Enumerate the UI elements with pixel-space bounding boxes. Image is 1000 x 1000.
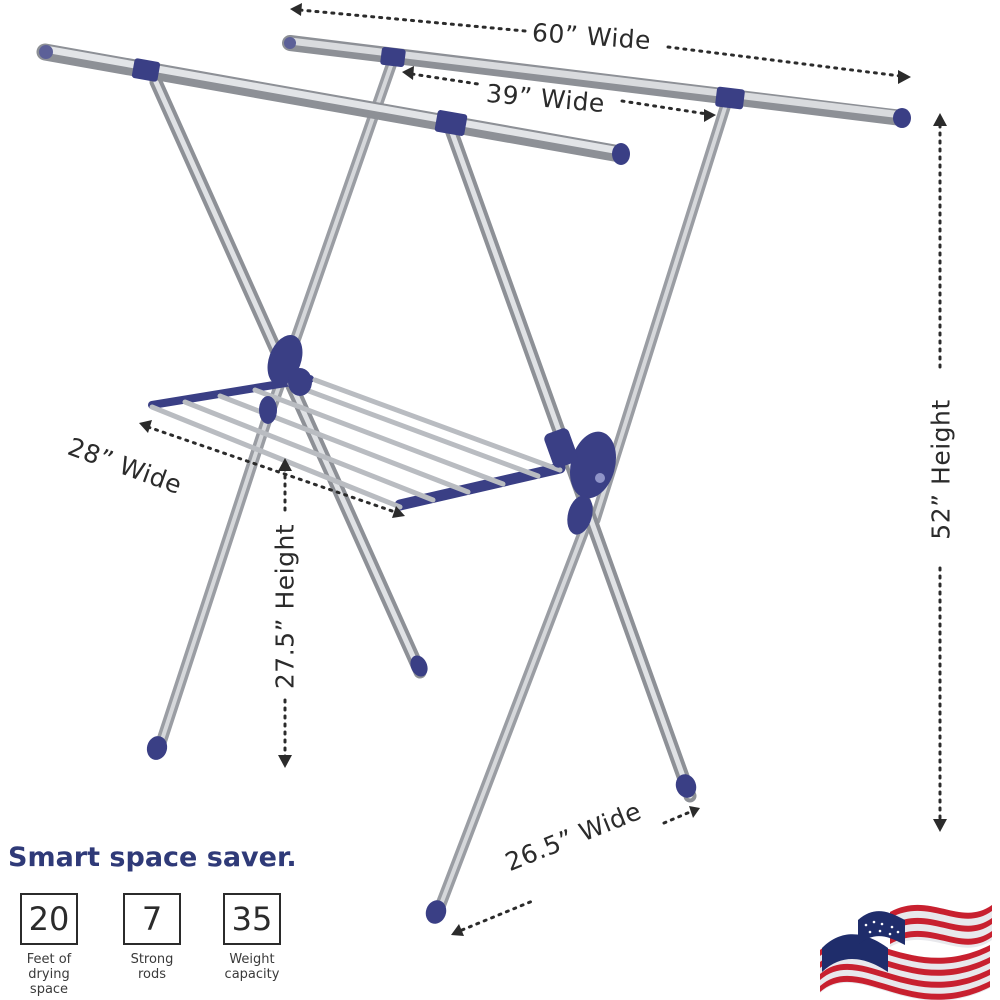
stat-caption-line2: rods [137,967,167,982]
stat-caption-line1: Weight [229,952,275,967]
feet [146,655,697,924]
shelf-height-label: 27.5” Height [270,523,300,690]
shoe-shelf [148,375,566,511]
headline: Smart space saver. [8,842,297,873]
stat-caption-line2: drying space [28,967,70,997]
stat-value: 35 [223,893,281,945]
dimension-arrowheads [139,3,947,936]
stat-value: 7 [123,893,181,945]
top-rod-back [282,35,911,128]
stat-caption-line1: Feet of [26,952,72,967]
stat-caption-line1: Strong [130,952,174,967]
dimension-lines [146,8,942,932]
back-legs [152,54,734,918]
top-rod-front [36,43,630,165]
total-height-label: 52” Height [926,399,956,540]
stat-value: 20 [20,893,78,945]
us-flag-icon [820,904,992,1000]
stat-caption-line2: capacity [224,967,280,982]
hinges [259,334,617,535]
